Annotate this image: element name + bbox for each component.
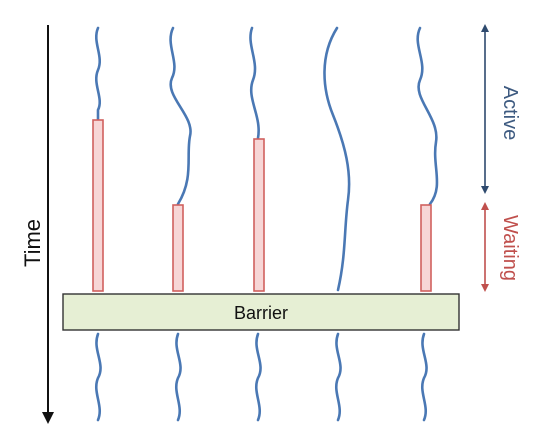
thread-1-lower — [95, 332, 102, 422]
thread-3-wait-bar — [253, 138, 265, 292]
time-axis-label: Time — [20, 219, 45, 267]
thread-4-lower — [335, 332, 342, 422]
thread-5-upper — [416, 26, 439, 206]
barrier-box — [62, 293, 460, 331]
thread-4-upper — [323, 26, 351, 292]
thread-5-lower — [421, 332, 428, 422]
waiting-label: Waiting — [499, 215, 521, 281]
barrier-label: Barrier — [234, 303, 288, 323]
thread-2-lower — [175, 332, 182, 422]
thread-2-upper — [169, 26, 192, 206]
thread-1-wait-bar — [92, 119, 104, 292]
active-label: Active — [499, 86, 521, 140]
thread-1-upper — [95, 26, 101, 122]
thread-3-lower — [255, 332, 262, 422]
thread-2-wait-bar — [172, 204, 184, 292]
thread-3-upper — [249, 26, 260, 140]
thread-5-wait-bar — [420, 204, 432, 292]
